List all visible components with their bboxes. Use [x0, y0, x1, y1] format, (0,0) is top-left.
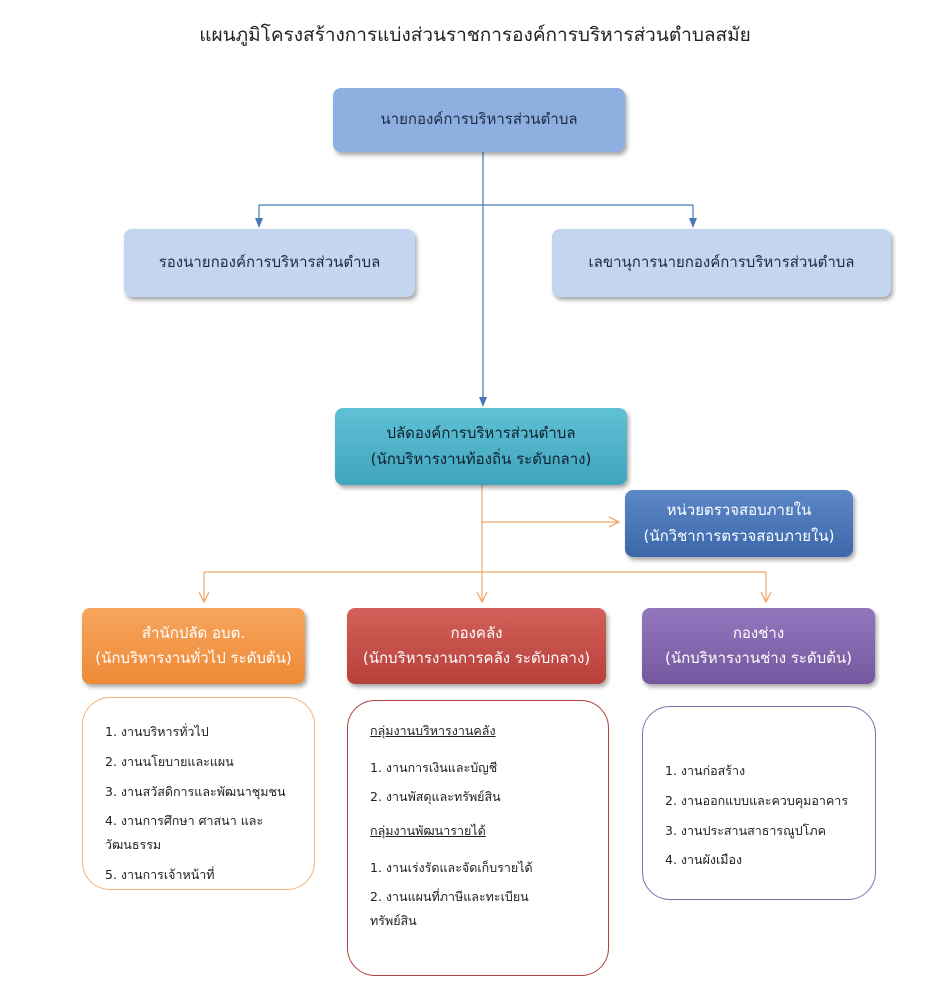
- finance-division-title: กองคลัง: [450, 623, 503, 642]
- node-mayor: นายกองค์การบริหารส่วนตำบล: [333, 88, 625, 152]
- task-item: 4. งานการศึกษา ศาสนา และวัฒนธรรม: [105, 813, 264, 852]
- node-deputy-mayor: รองนายกองค์การบริหารส่วนตำบล: [124, 229, 415, 297]
- task-item: 5. งานการเจ้าหน้าที่: [105, 866, 215, 882]
- clerk-office-subtitle: (นักบริหารงานทั่วไป ระดับต้น): [95, 649, 292, 667]
- task-item: 2. งานแผนที่ภาษีและทะเบียนทรัพย์สิน: [370, 889, 529, 928]
- node-mayor-secretary: เลขานุการนายกองค์การบริหารส่วนตำบล: [552, 229, 891, 297]
- finance-task-box: กลุ่มงานบริหารงานคลัง 1. งานการเงินและบั…: [347, 700, 609, 976]
- task-item: 2. งานพัสดุและทรัพย์สิน: [370, 789, 501, 805]
- deputy-mayor-label: รองนายกองค์การบริหารส่วนตำบล: [158, 253, 381, 272]
- clerk-subtitle: (นักบริหารงานท้องถิ่น ระดับกลาง): [370, 449, 592, 468]
- task-item: 2. งานนโยบายและแผน: [105, 753, 234, 769]
- internal-audit-title: หน่วยตรวจสอบภายใน: [666, 501, 812, 519]
- node-clerk-office: สำนักปลัด อบต. (นักบริหารงานทั่วไป ระดับ…: [82, 608, 305, 684]
- task-item: 2. งานออกแบบและควบคุมอาคาร: [665, 792, 849, 808]
- node-internal-audit: หน่วยตรวจสอบภายใน (นักวิชาการตรวจสอบภายใ…: [625, 490, 853, 557]
- finance-group-heading: กลุ่มงานบริหารงานคลัง: [370, 723, 496, 738]
- engineering-division-subtitle: (นักบริหารงานช่าง ระดับต้น): [664, 649, 853, 667]
- task-item: 4. งานผังเมือง: [665, 852, 743, 868]
- internal-audit-subtitle: (นักวิชาการตรวจสอบภายใน): [643, 526, 835, 545]
- mayor-label: นายกองค์การบริหารส่วนตำบล: [380, 110, 578, 129]
- engineering-division-title: กองช่าง: [732, 623, 785, 642]
- node-engineering-division: กองช่าง (นักบริหารงานช่าง ระดับต้น): [642, 608, 875, 684]
- finance-division-subtitle: (นักบริหารงานการคลัง ระดับกลาง): [362, 649, 591, 667]
- task-item: 3. งานประสานสาธารณูปโภค: [665, 822, 826, 838]
- node-finance-division: กองคลัง (นักบริหารงานการคลัง ระดับกลาง): [347, 608, 606, 684]
- finance-group-heading: กลุ่มงานพัฒนารายได้: [370, 823, 486, 838]
- task-item: 1. งานการเงินและบัญชี: [370, 759, 498, 775]
- chart-title: แผนภูมิโครงสร้างการแบ่งส่วนราชการองค์การ…: [199, 24, 751, 46]
- clerk-title: ปลัดองค์การบริหารส่วนตำบล: [386, 424, 576, 442]
- engineering-task-box: 1. งานก่อสร้าง 2. งานออกแบบและควบคุมอาคา…: [642, 706, 876, 900]
- task-item: 3. งานสวัสดิการและพัฒนาชุมชน: [105, 783, 286, 799]
- task-item: 1. งานเร่งรัดและจัดเก็บรายได้: [370, 859, 533, 875]
- clerk-office-task-box: 1. งานบริหารทั่วไป 2. งานนโยบายและแผน 3.…: [82, 697, 315, 890]
- clerk-office-title: สำนักปลัด อบต.: [141, 623, 246, 642]
- task-item: 1. งานบริหารทั่วไป: [105, 724, 209, 739]
- mayor-secretary-label: เลขานุการนายกองค์การบริหารส่วนตำบล: [588, 253, 855, 272]
- node-clerk: ปลัดองค์การบริหารส่วนตำบล (นักบริหารงานท…: [335, 408, 627, 485]
- task-item: 1. งานก่อสร้าง: [665, 763, 746, 778]
